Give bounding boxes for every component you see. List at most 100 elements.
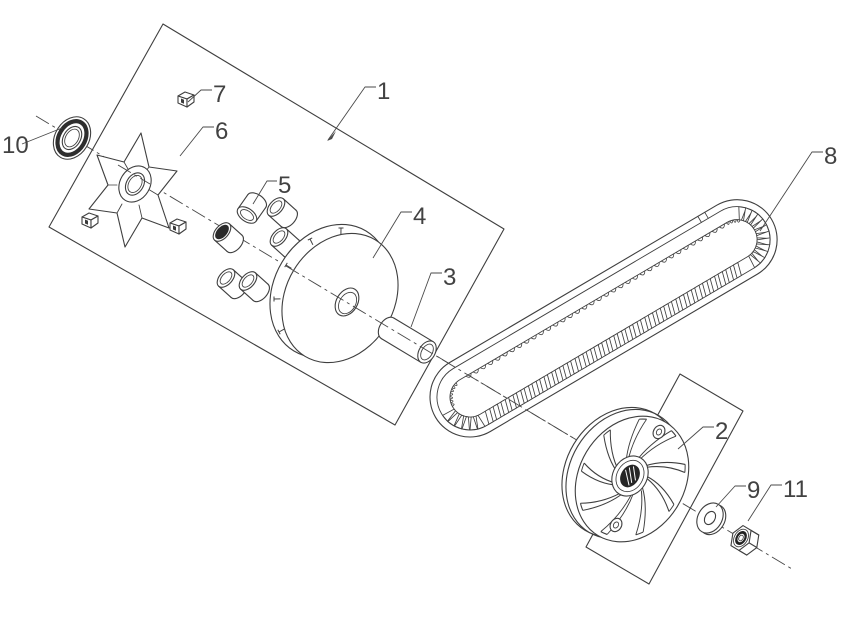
belt-scallop	[487, 360, 494, 365]
belt-tooth	[732, 261, 742, 279]
part-slide-guide	[81, 212, 99, 229]
callout-6-label: 6	[215, 118, 228, 145]
belt-scallop	[603, 292, 609, 297]
axis-centerline-overlay	[285, 265, 576, 440]
leader-6	[179, 126, 214, 157]
pulley-ramp-tick	[284, 262, 288, 268]
leader-4	[372, 211, 412, 259]
leader-9	[715, 485, 746, 508]
callout-2-label: 2	[715, 418, 728, 445]
belt-tooth	[601, 339, 611, 357]
belt-tooth	[453, 414, 465, 430]
belt-outer-edge	[429, 199, 778, 438]
part-oil-seal-ring	[52, 116, 92, 160]
belt-splice-mark	[697, 211, 709, 223]
fan-blade	[647, 478, 670, 512]
leader-1	[327, 86, 376, 141]
belt-tooth	[725, 266, 735, 284]
part-slide-guide	[177, 91, 195, 108]
belt-tooth	[608, 334, 618, 352]
fan-blade	[641, 486, 646, 533]
belt-tooth	[554, 366, 564, 384]
part-roller-weight	[233, 188, 271, 228]
belt-scallop	[449, 396, 453, 400]
front-assembly-boundary-box	[48, 23, 505, 426]
part-roller-weight	[235, 267, 274, 306]
belt-scallop	[617, 283, 624, 289]
part-drive-belt	[429, 199, 778, 438]
callout-3-label: 3	[443, 264, 456, 291]
belt-scallop	[588, 300, 595, 306]
belt-tooth	[655, 307, 665, 325]
belt-scallop	[480, 364, 486, 370]
callout-5-label: 5	[278, 172, 291, 199]
belt-scallop	[451, 403, 455, 407]
belt-top-band-line	[436, 206, 771, 431]
belt-tooth	[461, 416, 470, 431]
fan-blade-tip	[603, 429, 611, 436]
fan-blade-tip	[600, 531, 608, 535]
fan-boss-hole	[609, 517, 623, 533]
fan-blade	[646, 465, 686, 474]
part-spacer-bushing	[377, 316, 437, 364]
belt-scallop	[581, 304, 588, 310]
callout-8-label: 8	[824, 143, 837, 170]
belt-tooth	[577, 353, 587, 370]
fan-blade-tip	[639, 418, 647, 420]
belt-tooth	[624, 325, 634, 343]
belt-tooth	[748, 254, 762, 269]
belt-scallop	[736, 219, 741, 223]
belt-tooth	[616, 330, 626, 348]
belt-tooth	[593, 344, 603, 361]
belt-scallop	[559, 317, 566, 323]
part-slide-guide	[169, 218, 187, 235]
fan-blade-tip	[635, 531, 644, 536]
leader-7	[187, 89, 212, 103]
part-ramp-plate	[88, 132, 178, 248]
leader-10	[21, 127, 63, 145]
belt-scallop	[639, 270, 646, 276]
belt-tooth	[539, 376, 548, 393]
belt-scallop	[465, 373, 472, 378]
belt-tooth	[639, 316, 649, 334]
belt-scallop	[509, 347, 515, 353]
part-roller-weight	[213, 264, 252, 303]
belt-inner-edge	[449, 219, 758, 418]
belt-tooth	[647, 312, 657, 329]
belt-scallop	[567, 313, 573, 319]
part-flange-nut	[730, 525, 760, 556]
belt-scallop	[726, 221, 730, 225]
belt-body-fill	[430, 199, 778, 437]
leader-3	[410, 272, 442, 328]
belt-tooth	[475, 414, 486, 430]
belt-scallop	[501, 351, 508, 357]
belt-scallop	[516, 343, 523, 348]
pulley-ramp-tick	[309, 238, 314, 246]
belt-tooth	[531, 380, 541, 398]
axis-centerline-overlay	[117, 164, 151, 185]
callout-4-label: 4	[413, 203, 426, 230]
fan-blade	[638, 435, 677, 461]
belt-scallop	[523, 339, 530, 344]
leader-8	[759, 151, 823, 232]
belt-tooth	[686, 289, 696, 307]
belt-tooth	[701, 280, 711, 297]
belt-scallop	[538, 330, 544, 336]
belt-tooth	[469, 416, 479, 431]
fan-blade	[600, 495, 632, 533]
callout-1-label: 1	[377, 78, 390, 105]
belt-scallop	[668, 253, 675, 259]
callouts: 1 2 3 4 5 6 7 8 9 10 11	[2, 78, 837, 522]
part-roller-weight	[209, 218, 248, 257]
belt-tooth	[500, 398, 510, 416]
fan-blade	[635, 490, 643, 535]
belt-tooth	[663, 302, 673, 320]
belt-tooth	[484, 408, 494, 425]
leader-2	[677, 426, 714, 450]
belt-scallop	[595, 296, 602, 301]
callout-10-label: 10	[2, 132, 29, 159]
leader-5	[252, 180, 277, 205]
belt-tooth	[678, 293, 688, 311]
belt-scallop	[552, 321, 559, 327]
